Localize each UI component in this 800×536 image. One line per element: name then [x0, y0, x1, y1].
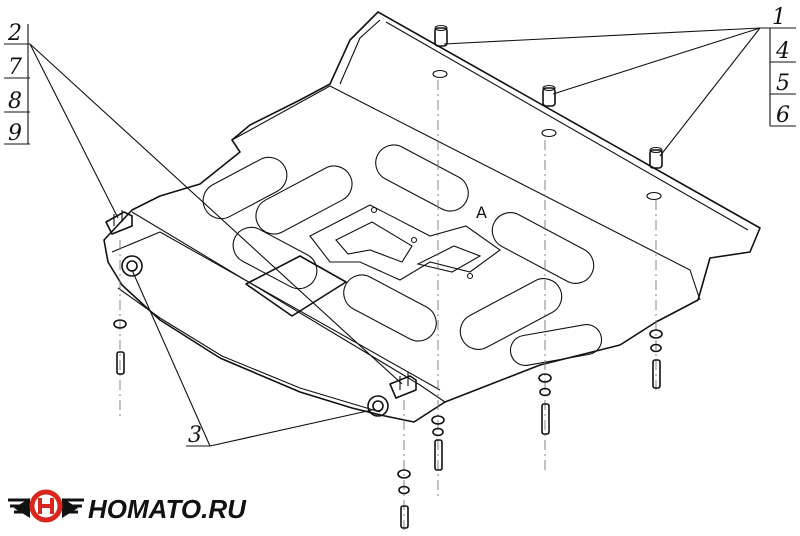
callout-6: 6 — [776, 103, 790, 128]
callout-9: 9 — [8, 121, 22, 146]
callout-8: 8 — [8, 89, 22, 114]
fasteners — [113, 319, 663, 529]
stud-1 — [434, 24, 448, 47]
winged-emblem-icon — [8, 489, 84, 523]
logo-text: HOMATO.RU — [88, 494, 247, 524]
plate-mark-label: A — [476, 203, 487, 222]
callout-2: 2 — [7, 21, 22, 46]
leader-lines — [4, 24, 796, 447]
callout-4: 4 — [775, 39, 790, 64]
callout-7: 7 — [8, 55, 22, 80]
fastener-axes — [119, 80, 657, 530]
brackets — [105, 210, 417, 399]
bolt-bosses — [121, 255, 389, 417]
brand-logo: HOMATO.RU — [8, 489, 247, 524]
skid-plate — [103, 11, 761, 423]
stud-3 — [649, 146, 663, 169]
callout-left-group: 2 7 8 9 — [7, 21, 22, 146]
studs — [434, 24, 663, 169]
callout-5: 5 — [776, 71, 790, 96]
callout-3: 3 — [188, 423, 202, 448]
callout-right-group: 1 4 5 6 — [772, 5, 790, 128]
cutouts — [202, 69, 662, 366]
stud-2 — [542, 84, 556, 107]
callout-1: 1 — [772, 5, 786, 30]
